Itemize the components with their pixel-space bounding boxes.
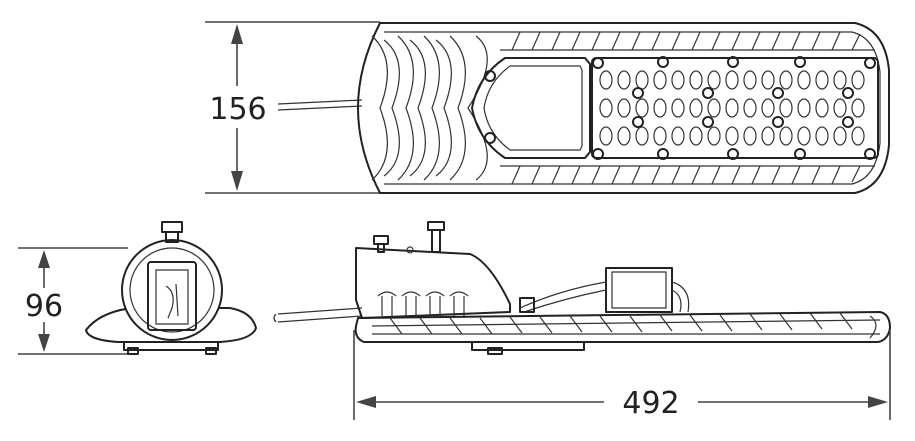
end-view: 96 (18, 221, 257, 355)
end-housing-outer (121, 239, 223, 341)
side-bottom-tab (487, 347, 503, 355)
side-wire-2 (671, 281, 690, 313)
side-cable-end (273, 313, 277, 323)
side-connector (519, 297, 535, 313)
end-base-plate (123, 341, 219, 351)
side-view: 492 (273, 221, 891, 421)
dim-96-arrow-up (38, 250, 50, 268)
side-cable (277, 307, 363, 323)
top-body-outline (357, 22, 890, 194)
end-wing-flange (85, 307, 257, 343)
end-clamp-bracket (165, 283, 179, 319)
driver-screw-1 (484, 70, 496, 82)
dim-492-arrow-right (868, 396, 888, 408)
top-driver-bay-inner (483, 65, 583, 151)
side-bolt-2-head (427, 221, 445, 231)
top-view: 156 (205, 21, 890, 194)
led-array (599, 70, 865, 146)
dim-156-arrow-down (231, 171, 243, 191)
top-fins-upper (500, 31, 875, 51)
end-top-bolt-head (161, 221, 183, 233)
dim-156-label: 156 (209, 92, 266, 127)
dim-96-arrow-down (38, 334, 50, 352)
top-wave-fins (371, 35, 488, 181)
side-bolt-2-shank (431, 229, 441, 253)
top-body-inner (384, 31, 881, 185)
side-driver-box-inner (611, 271, 667, 309)
side-head-housing (355, 247, 511, 319)
side-driver-box (605, 267, 673, 313)
end-clamp-inner (155, 269, 189, 325)
side-head-fins (377, 291, 469, 318)
top-fins-lower (500, 165, 875, 185)
top-cable (277, 99, 363, 111)
dim-492-label: 492 (622, 386, 679, 421)
side-bolt-1-head (373, 235, 389, 245)
end-housing-inner (129, 247, 215, 333)
end-clamp-window (147, 261, 197, 331)
side-wire-1 (519, 281, 607, 313)
end-foot-right (205, 347, 217, 355)
side-body-fins (371, 312, 881, 339)
dim-96-label: 96 (25, 289, 63, 324)
driver-screw-2 (484, 132, 496, 144)
side-bottom-bracket (471, 341, 585, 351)
dim-156-arrow-up (231, 24, 243, 44)
led-module-screws (592, 56, 876, 160)
end-top-bolt-shank (165, 231, 179, 243)
dim-492-arrow-left (356, 396, 376, 408)
side-bolt-1-shank (377, 243, 385, 253)
side-screw (406, 246, 414, 254)
top-driver-bay (471, 57, 591, 159)
side-long-body (354, 311, 891, 343)
end-foot-left (127, 347, 139, 355)
